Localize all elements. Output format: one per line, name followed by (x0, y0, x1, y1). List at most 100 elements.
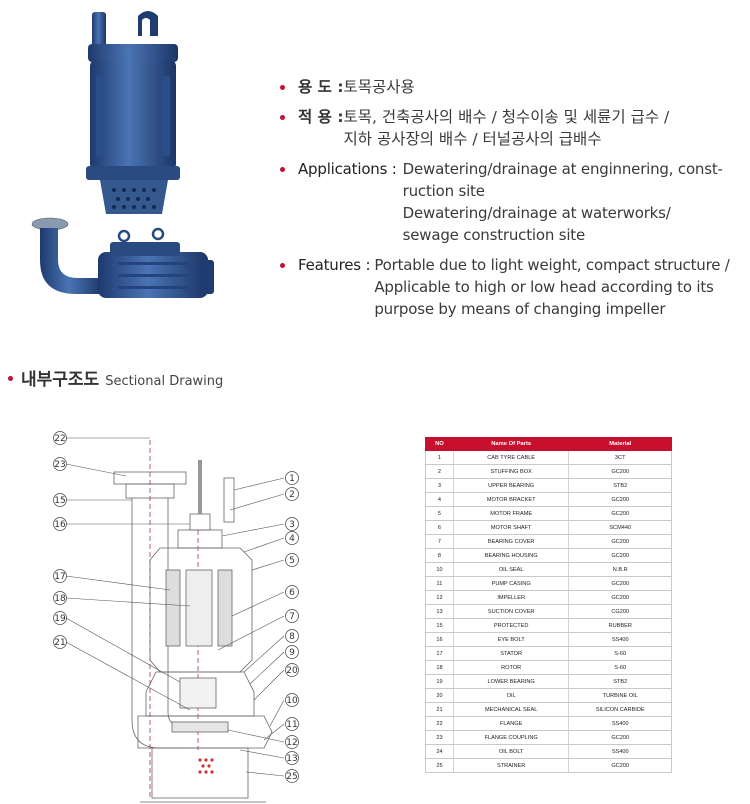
bullet-icon (280, 263, 285, 268)
part-name: MECHANICAL SEAL (452, 702, 569, 717)
svg-text:18: 18 (54, 594, 66, 604)
spec-line: 지하 공사장의 배수 / 터널공사의 급배수 (343, 130, 602, 148)
part-material: 3CT (568, 450, 672, 465)
bullet-icon (280, 167, 285, 172)
part-no: 13 (425, 604, 454, 619)
svg-text:10: 10 (286, 696, 298, 706)
spec-list: 용 도 : 토목공사용 적 용 : 토목, 건축공사의 배수 / 청수이송 및 … (280, 76, 740, 328)
svg-text:21: 21 (54, 638, 65, 648)
part-name: ROTOR (452, 660, 569, 675)
part-name: IMPELLER (452, 590, 569, 605)
part-no: 17 (425, 646, 454, 661)
part-name: STATOR (452, 646, 569, 661)
svg-text:20: 20 (286, 666, 298, 676)
svg-text:2: 2 (289, 490, 295, 500)
bullet-icon (280, 85, 285, 90)
callout-4: 4 (285, 531, 299, 545)
part-name: STUFFING BOX (452, 464, 569, 479)
svg-text:9: 9 (289, 648, 295, 658)
part-name: OIL (452, 688, 569, 703)
svg-text:7: 7 (289, 612, 295, 622)
part-material: GC200 (568, 590, 672, 605)
part-no: 8 (425, 548, 454, 563)
part-no: 10 (425, 562, 454, 577)
part-name: FLANGE (452, 716, 569, 731)
spec-line: Applicable to high or low head according… (374, 278, 714, 296)
vertical-pump-photo (86, 11, 180, 214)
part-no: 24 (425, 744, 454, 759)
part-no: 23 (425, 730, 454, 745)
bullet-icon (8, 376, 13, 381)
svg-text:11: 11 (286, 720, 297, 730)
part-material: GC200 (568, 730, 672, 745)
svg-text:23: 23 (54, 460, 65, 470)
callout-20: 20 (285, 663, 299, 677)
part-name: OIL BOLT (452, 744, 569, 759)
spec-features: Features : Portable due to light weight,… (280, 254, 740, 320)
part-name: CAB TYRE CABLE (452, 450, 569, 465)
part-material: GC200 (568, 492, 672, 507)
callout-2: 2 (285, 487, 299, 501)
part-name: FLANGE COUPLING (452, 730, 569, 745)
header-material: Material (568, 437, 672, 451)
callout-17: 17 (53, 569, 67, 583)
part-no: 4 (425, 492, 454, 507)
callout-7: 7 (285, 609, 299, 623)
svg-text:5: 5 (289, 556, 295, 566)
part-material: TURBINE OIL (568, 688, 672, 703)
part-material: CG200 (568, 604, 672, 619)
part-no: 3 (425, 478, 454, 493)
part-material: SCM440 (568, 520, 672, 535)
callout-18: 18 (53, 591, 67, 605)
callout-10: 10 (285, 693, 299, 707)
callout-12: 12 (285, 735, 299, 749)
part-material: STB2 (568, 674, 672, 689)
callout-5: 5 (285, 553, 299, 567)
part-no: 20 (425, 688, 454, 703)
part-material: GC200 (568, 534, 672, 549)
svg-text:25: 25 (286, 772, 297, 782)
svg-text:19: 19 (54, 614, 66, 624)
part-no: 19 (425, 674, 454, 689)
callout-22: 22 (53, 431, 67, 445)
part-no: 22 (425, 716, 454, 731)
spec-line: sewage construction site (402, 226, 586, 244)
part-name: MOTOR BRACKET (452, 492, 569, 507)
part-no: 25 (425, 758, 454, 773)
part-no: 21 (425, 702, 454, 717)
section-title-en: Sectional Drawing (105, 374, 224, 389)
part-name: MOTOR FRAME (452, 506, 569, 521)
part-name: BEARING COVER (452, 534, 569, 549)
section-heading: 내부구조도 Sectional Drawing (8, 365, 223, 390)
spec-line: 토목공사용 (343, 78, 415, 96)
spec-label: Applications : (298, 160, 397, 178)
callout-11: 11 (285, 717, 299, 731)
part-name: SUCTION COVER (452, 604, 569, 619)
spec-applications: Applications : Dewatering/drainage at en… (280, 158, 740, 246)
svg-text:6: 6 (289, 588, 295, 598)
spec-label: Features : (298, 256, 371, 274)
part-name: UPPER BEARING (452, 478, 569, 493)
svg-text:16: 16 (54, 520, 66, 530)
svg-text:17: 17 (54, 572, 65, 582)
part-name: PUMP CASING (452, 576, 569, 591)
